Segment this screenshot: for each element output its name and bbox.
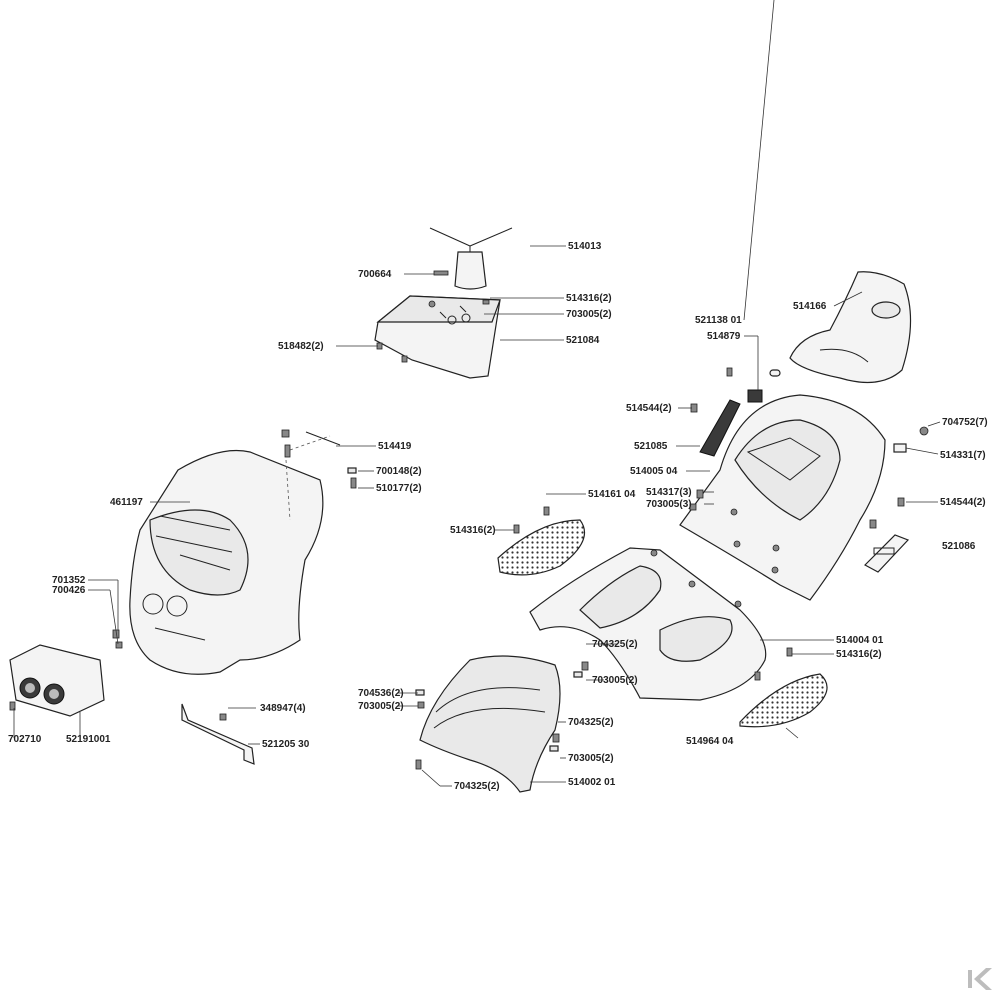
label-700148: 700148(2)	[376, 466, 422, 477]
floor-mat-right	[739, 647, 828, 728]
brand-logo-icon	[964, 964, 994, 994]
leader-lines	[13, 0, 941, 787]
label-700664: 700664	[358, 269, 392, 280]
steering-wheel	[406, 211, 534, 290]
label-52191001: 52191001	[66, 734, 111, 745]
label-514161: 514161 04	[588, 489, 636, 500]
label-510177: 510177(2)	[376, 483, 422, 494]
label-461197: 461197	[110, 497, 143, 508]
label-514316-right: 514316(2)	[836, 649, 882, 660]
label-514004: 514004 01	[836, 635, 884, 646]
hood	[129, 435, 331, 675]
label-700426: 700426	[52, 585, 86, 596]
label-704325-mid: 704325(2)	[568, 717, 614, 728]
label-521084: 521084	[566, 335, 600, 346]
label-514544-lower: 514544(2)	[940, 497, 986, 508]
screw-704752	[919, 426, 929, 436]
label-514316-left: 514316(2)	[450, 525, 496, 536]
label-704536: 704536(2)	[358, 688, 404, 699]
label-514419: 514419	[378, 441, 412, 452]
label-518482: 518482(2)	[278, 341, 324, 352]
label-514331: 514331(7)	[940, 450, 986, 461]
headlight-unit	[9, 629, 123, 717]
label-703005-top: 703005(2)	[566, 309, 612, 320]
label-514005: 514005 04	[630, 466, 678, 477]
label-703005-lower: 703005(2)	[568, 753, 614, 764]
label-703005-upper: 703005(2)	[592, 675, 638, 686]
label-703005-left: 703005(2)	[358, 701, 404, 712]
screw-hood-top	[281, 429, 290, 438]
label-702710: 702710	[8, 734, 42, 745]
label-521085: 521085	[634, 441, 668, 452]
seat	[789, 271, 912, 384]
bracket-521205	[181, 703, 255, 765]
label-514002: 514002 01	[568, 777, 616, 788]
label-704325-upper: 704325(2)	[592, 639, 638, 650]
label-514964: 514964 04	[686, 736, 734, 747]
rear-body	[679, 394, 905, 601]
strip-514419	[305, 431, 341, 446]
label-514544-upper: 514544(2)	[626, 403, 672, 414]
floor-mat-left	[497, 506, 585, 576]
label-704752: 704752(7)	[942, 417, 988, 428]
label-514316-top: 514316(2)	[566, 293, 612, 304]
label-514317: 514317(3)	[646, 487, 692, 498]
part-labels: 514013 700664 514316(2) 703005(2) 518482…	[8, 241, 988, 792]
label-521205: 521205 30	[262, 739, 310, 750]
screw-hood-mid	[284, 444, 291, 458]
front-cover	[415, 655, 589, 793]
label-348947: 348947(4)	[260, 703, 306, 714]
footboard	[529, 547, 767, 701]
label-703005-rear: 703005(3)	[646, 499, 692, 510]
label-521138: 521138 01	[695, 315, 742, 326]
label-514879: 514879	[707, 331, 741, 342]
washer-700148	[347, 467, 357, 474]
dashboard-panel	[374, 295, 501, 379]
label-514013: 514013	[568, 241, 602, 252]
label-514166: 514166	[793, 301, 827, 312]
screw-510177	[350, 477, 357, 489]
side-plate	[864, 534, 910, 573]
clip-514331	[893, 443, 907, 453]
label-704325-lower: 704325(2)	[454, 781, 500, 792]
label-521086: 521086	[942, 541, 976, 552]
seat-switch	[747, 369, 781, 403]
bracket-521085	[690, 367, 741, 457]
label-701352: 701352	[52, 575, 86, 586]
